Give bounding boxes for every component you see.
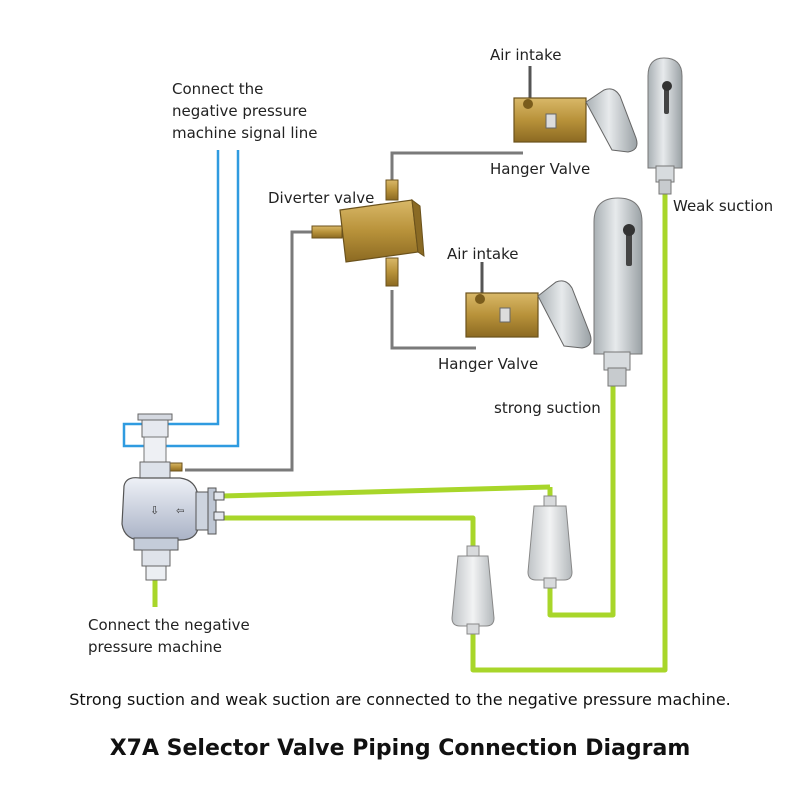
diverter-valve-label: Diverter valve [268,189,375,207]
hanger-valve-bottom-icon [465,262,592,349]
hanger-valve-top-icon [513,66,638,153]
suction-tube [152,193,668,673]
signal-line [122,150,240,448]
svg-text:⇦: ⇦ [176,506,184,517]
hanger-valve-top-label: Hanger Valve [490,160,591,178]
negative-machine-label-line-1: Connect the negative [88,616,250,634]
signal-line-label-line-3: machine signal line [172,124,318,142]
strong-suction-handpiece-icon [593,197,643,387]
air-intake-top-label: Air intake [490,46,562,64]
strong-inline-filter-icon [527,495,573,589]
weak-inline-filter-icon [451,545,495,635]
svg-text:⇩: ⇩ [150,504,159,517]
hanger-valve-bottom-label: Hanger Valve [438,355,539,373]
selector-valve-icon: ⇩ ⇦ [121,413,225,581]
signal-line-label-line-2: negative pressure [172,102,308,120]
diverter-valve-icon [311,179,425,287]
weak-suction-handpiece-icon [647,57,683,195]
negative-machine-label-line-2: pressure machine [88,638,223,656]
signal-line-label-line-1: Connect the [172,80,264,98]
air-intake-bottom-label: Air intake [447,245,519,263]
weak-suction-label: Weak suction [673,197,774,215]
air-hose [185,151,523,472]
strong-suction-label: strong suction [494,399,601,417]
diagram-title: X7A Selector Valve Piping Connection Dia… [109,736,691,761]
diagram-caption: Strong suction and weak suction are conn… [69,690,731,709]
